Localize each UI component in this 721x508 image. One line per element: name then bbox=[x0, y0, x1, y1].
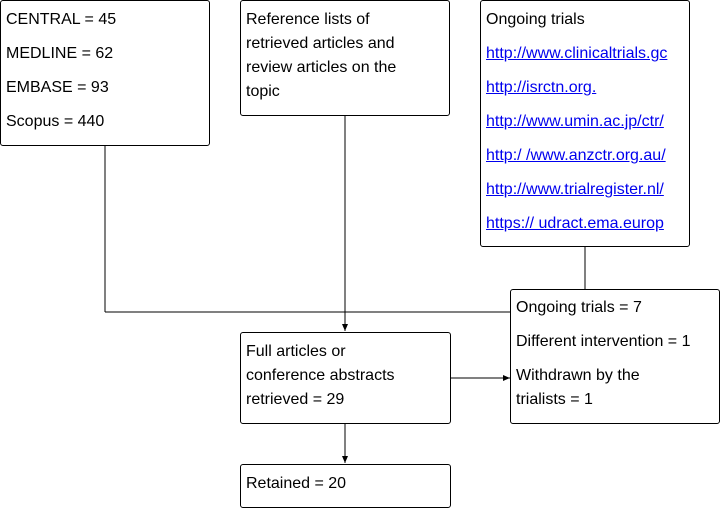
registries-title: Ongoing trials bbox=[486, 11, 585, 28]
excluded-withdrawn-line-2: trialists = 1 bbox=[516, 391, 593, 408]
reference-line-3: review articles on the bbox=[246, 59, 397, 76]
database-central: CENTRAL = 45 bbox=[6, 11, 117, 28]
registry-link-anzctr[interactable]: http:/ /www.anzctr.org.au/ bbox=[486, 147, 666, 164]
reference-line-2: retrieved articles and bbox=[246, 35, 395, 52]
registry-link-eudract[interactable]: https:// udract.ema.europ bbox=[486, 215, 664, 232]
reference-line-1: Reference lists of bbox=[246, 11, 370, 28]
database-embase: EMBASE = 93 bbox=[6, 79, 109, 96]
registry-link-umin[interactable]: http://www.umin.ac.jp/ctr/ bbox=[486, 113, 664, 130]
retained-box: Retained = 20 bbox=[240, 464, 451, 508]
registry-link-clinicaltrials[interactable]: http://www.clinicaltrials.gc bbox=[486, 45, 668, 62]
database-medline: MEDLINE = 62 bbox=[6, 45, 114, 62]
reference-line-4: topic bbox=[246, 83, 280, 100]
registry-link-isrctn[interactable]: http://isrctn.org. bbox=[486, 79, 597, 96]
excluded-withdrawn-line-1: Withdrawn by the bbox=[516, 367, 640, 384]
reference-lists-box: Reference lists of retrieved articles an… bbox=[240, 0, 450, 116]
full-articles-line-1: Full articles or bbox=[246, 343, 346, 360]
ongoing-registries-box: Ongoing trials http://www.clinicaltrials… bbox=[480, 0, 690, 247]
full-articles-line-2: conference abstracts bbox=[246, 367, 395, 384]
registry-link-trialregister[interactable]: http://www.trialregister.nl/ bbox=[486, 181, 664, 198]
full-articles-line-3: retrieved = 29 bbox=[246, 391, 345, 408]
excluded-box: Ongoing trials = 7 Different interventio… bbox=[510, 289, 720, 424]
database-scopus: Scopus = 440 bbox=[6, 113, 105, 130]
excluded-different-intervention: Different intervention = 1 bbox=[516, 333, 691, 350]
databases-box: CENTRAL = 45 MEDLINE = 62 EMBASE = 93 Sc… bbox=[0, 0, 210, 146]
excluded-ongoing: Ongoing trials = 7 bbox=[516, 299, 642, 316]
full-articles-box: Full articles or conference abstracts re… bbox=[240, 332, 451, 424]
retained-count: Retained = 20 bbox=[246, 475, 347, 492]
